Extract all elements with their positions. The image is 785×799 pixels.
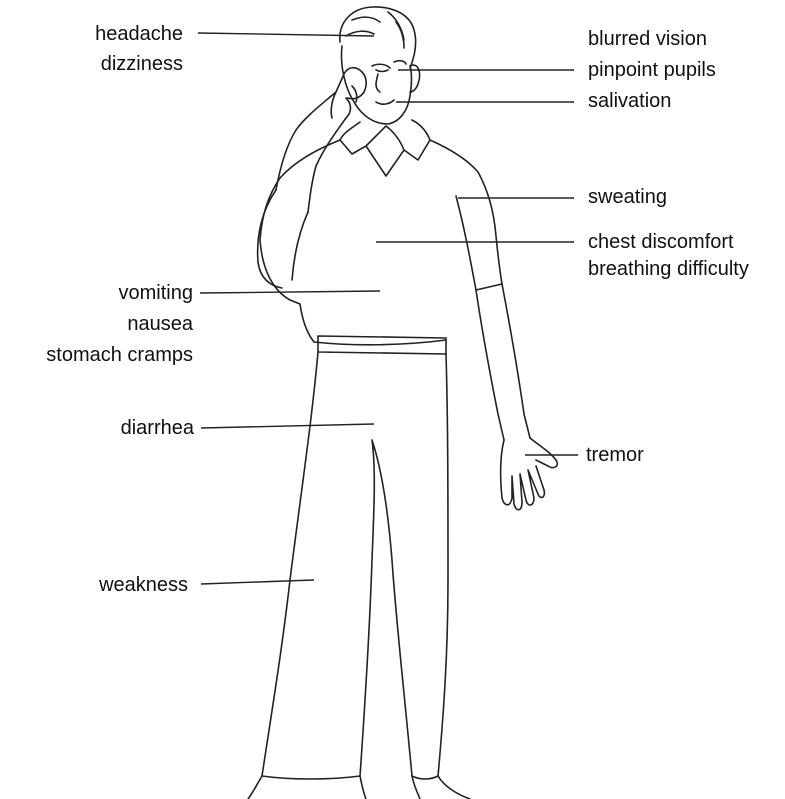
label-chest-discomfort: chest discomfort (588, 230, 734, 254)
hanging-arm (476, 284, 530, 440)
leader-vomiting (200, 291, 380, 293)
label-headache: headache (95, 22, 183, 46)
left-sleeve (258, 190, 308, 288)
leader-lines (198, 33, 578, 584)
leader-weakness (201, 580, 314, 584)
raised-arm (276, 92, 346, 212)
label-pinpoint-pupils: pinpoint pupils (588, 58, 716, 82)
label-sweating: sweating (588, 185, 667, 209)
label-blurred-vision: blurred vision (588, 27, 707, 51)
label-nausea: nausea (127, 312, 193, 336)
mouth (376, 100, 394, 104)
hair-outline (340, 7, 416, 68)
eye-left (372, 64, 390, 71)
eye-right (394, 61, 406, 64)
right-sleeve (456, 196, 476, 290)
figure-outline (248, 7, 557, 799)
shoes (248, 776, 470, 799)
label-breathing-difficulty: breathing difficulty (588, 257, 749, 281)
label-tremor: tremor (586, 443, 644, 467)
label-dizziness: dizziness (101, 52, 183, 76)
collar (340, 120, 430, 176)
nose (376, 74, 380, 92)
trousers (262, 352, 448, 779)
label-diarrhea: diarrhea (121, 416, 194, 440)
label-stomach-cramps: stomach cramps (46, 343, 193, 367)
label-weakness: weakness (99, 573, 188, 597)
hanging-hand (501, 438, 558, 510)
label-vomiting: vomiting (119, 281, 193, 305)
leader-diarrhea (201, 424, 374, 428)
label-salivation: salivation (588, 89, 671, 113)
